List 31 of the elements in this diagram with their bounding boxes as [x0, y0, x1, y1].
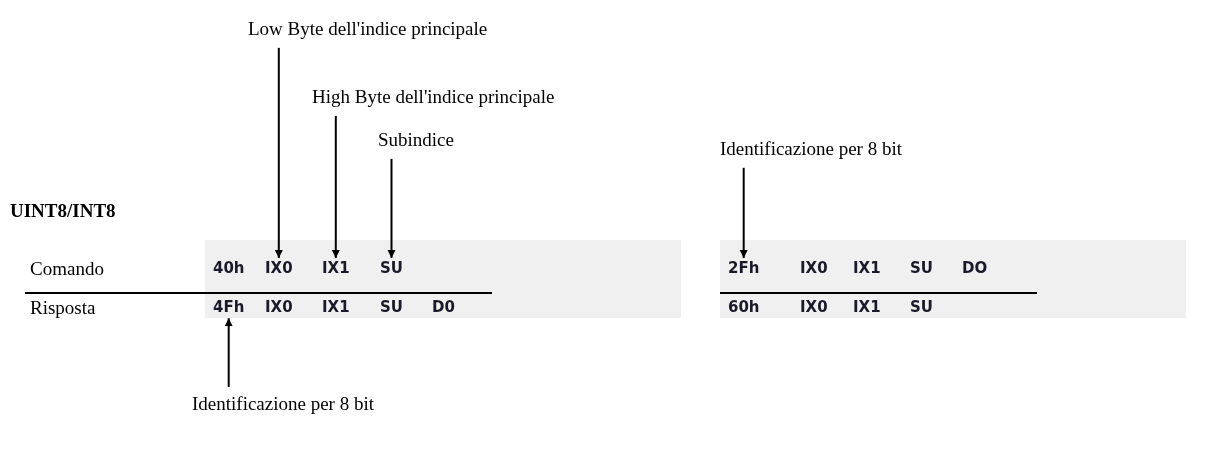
table-cell: D0 [432, 299, 455, 317]
table-cell: SU [380, 260, 403, 278]
table-cell: IX1 [853, 260, 881, 278]
table-cell: SU [910, 299, 933, 317]
table-cell: 60h [728, 299, 760, 317]
table-cell: IX1 [853, 299, 881, 317]
table-cell: 4Fh [213, 299, 245, 317]
table-cell: IX0 [800, 299, 828, 317]
table-cell: IX1 [322, 299, 350, 317]
arrow [387, 157, 396, 259]
annotation-text: High Byte dell'indice principale [312, 86, 555, 108]
annotation-text: Subindice [378, 129, 454, 151]
table-cell: 2Fh [728, 260, 760, 278]
table-cell: IX0 [800, 260, 828, 278]
annotation-text: Low Byte dell'indice principale [248, 18, 488, 40]
annotation-text: Identificazione per 8 bit [192, 393, 374, 415]
section-heading: UINT8/INT8 [10, 200, 116, 222]
arrow [224, 317, 233, 388]
row-header: Comando [30, 258, 104, 280]
table-cell: SU [910, 260, 933, 278]
arrow [331, 114, 340, 259]
table-cell: IX0 [265, 299, 293, 317]
table-cell: 40h [213, 260, 245, 278]
arrow [274, 46, 283, 259]
table-cell: IX0 [265, 260, 293, 278]
row-header: Risposta [30, 297, 96, 319]
table-cell: IX1 [322, 260, 350, 278]
table-cell: DO [962, 260, 988, 278]
table-cell: SU [380, 299, 403, 317]
annotation-text: Identificazione per 8 bit [720, 138, 902, 160]
arrow [739, 166, 748, 259]
